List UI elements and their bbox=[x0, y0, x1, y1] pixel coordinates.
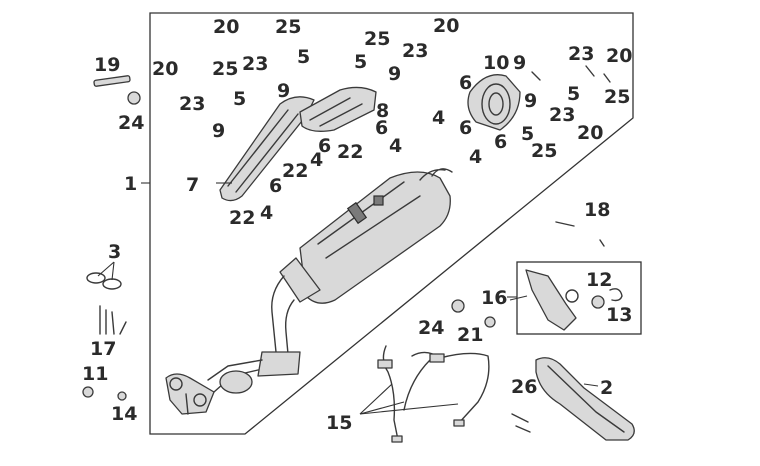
leader-3b bbox=[111, 261, 115, 281]
leader-3a bbox=[97, 261, 115, 277]
callout-9e: 9 bbox=[524, 90, 537, 112]
callout-22b: 22 bbox=[282, 160, 308, 182]
callout-23a: 23 bbox=[242, 53, 268, 75]
callout-11: 11 bbox=[82, 363, 108, 385]
catalyst-pipe bbox=[207, 257, 321, 394]
callout-21: 21 bbox=[457, 324, 483, 346]
small-hardware bbox=[82, 65, 611, 433]
callout-23c: 23 bbox=[402, 40, 428, 62]
callout-6b: 6 bbox=[459, 117, 472, 139]
callout-1: 1 bbox=[124, 173, 137, 195]
callout-22a: 22 bbox=[337, 141, 363, 163]
callout-9c: 9 bbox=[388, 63, 401, 85]
callout-4b: 4 bbox=[389, 135, 402, 157]
callout-24b: 24 bbox=[418, 317, 444, 339]
callout-5d: 5 bbox=[567, 83, 580, 105]
callout-24a: 24 bbox=[118, 112, 144, 134]
callout-15: 15 bbox=[326, 412, 352, 434]
leader-15b bbox=[359, 401, 405, 415]
callout-6f: 6 bbox=[494, 131, 507, 153]
callout-4d: 4 bbox=[260, 202, 273, 224]
callout-16: 16 bbox=[481, 287, 507, 309]
callout-4e: 4 bbox=[469, 146, 482, 168]
callout-3: 3 bbox=[108, 241, 121, 263]
exhaust-header bbox=[165, 373, 215, 415]
callout-9b: 9 bbox=[212, 120, 225, 142]
callout-5a: 5 bbox=[297, 46, 310, 68]
callout-20c: 20 bbox=[433, 15, 459, 37]
callout-12: 12 bbox=[586, 269, 612, 291]
callout-25a: 25 bbox=[275, 16, 301, 38]
callout-8: 8 bbox=[376, 100, 389, 122]
callout-23d: 23 bbox=[568, 43, 594, 65]
footrest-bracket-2 bbox=[535, 357, 635, 441]
callout-18: 18 bbox=[584, 199, 610, 221]
callout-6e: 6 bbox=[269, 175, 282, 197]
callout-20e: 20 bbox=[577, 122, 603, 144]
callout-26: 26 bbox=[511, 376, 537, 398]
callout-6d: 6 bbox=[375, 117, 388, 139]
callout-4c: 4 bbox=[310, 149, 323, 171]
callout-6a: 6 bbox=[459, 72, 472, 94]
callout-5c: 5 bbox=[354, 51, 367, 73]
muffler bbox=[299, 168, 453, 304]
callout-14: 14 bbox=[111, 403, 137, 425]
callout-25e: 25 bbox=[531, 140, 557, 162]
tail-cap-10 bbox=[467, 74, 521, 131]
callout-5e: 5 bbox=[521, 123, 534, 145]
callout-20b: 20 bbox=[152, 58, 178, 80]
callout-17: 17 bbox=[90, 338, 116, 360]
leader-15c bbox=[359, 403, 459, 415]
oxygen-sensors-15 bbox=[377, 345, 490, 443]
callout-2: 2 bbox=[600, 377, 613, 399]
callout-5b: 5 bbox=[233, 88, 246, 110]
callout-4a: 4 bbox=[432, 107, 445, 129]
callout-25b: 25 bbox=[212, 58, 238, 80]
callout-20d: 20 bbox=[606, 45, 632, 67]
assembly-frame bbox=[149, 12, 634, 435]
callout-25d: 25 bbox=[604, 86, 630, 108]
leader-16b bbox=[509, 295, 528, 301]
leader-15a bbox=[359, 383, 393, 415]
callout-22c: 22 bbox=[229, 207, 255, 229]
callout-6c: 6 bbox=[318, 135, 331, 157]
heat-shield-8 bbox=[299, 86, 377, 132]
callout-10: 10 bbox=[483, 52, 509, 74]
leader-2 bbox=[583, 383, 599, 387]
callout-20a: 20 bbox=[213, 16, 239, 38]
callout-9d: 9 bbox=[513, 52, 526, 74]
callout-23b: 23 bbox=[179, 93, 205, 115]
callout-25c: 25 bbox=[364, 28, 390, 50]
callout-13: 13 bbox=[606, 304, 632, 326]
callout-7: 7 bbox=[186, 174, 199, 196]
callout-19: 19 bbox=[94, 54, 120, 76]
callout-9a: 9 bbox=[277, 80, 290, 102]
callout-23e: 23 bbox=[549, 104, 575, 126]
hanger-bracket-16 bbox=[525, 269, 623, 331]
